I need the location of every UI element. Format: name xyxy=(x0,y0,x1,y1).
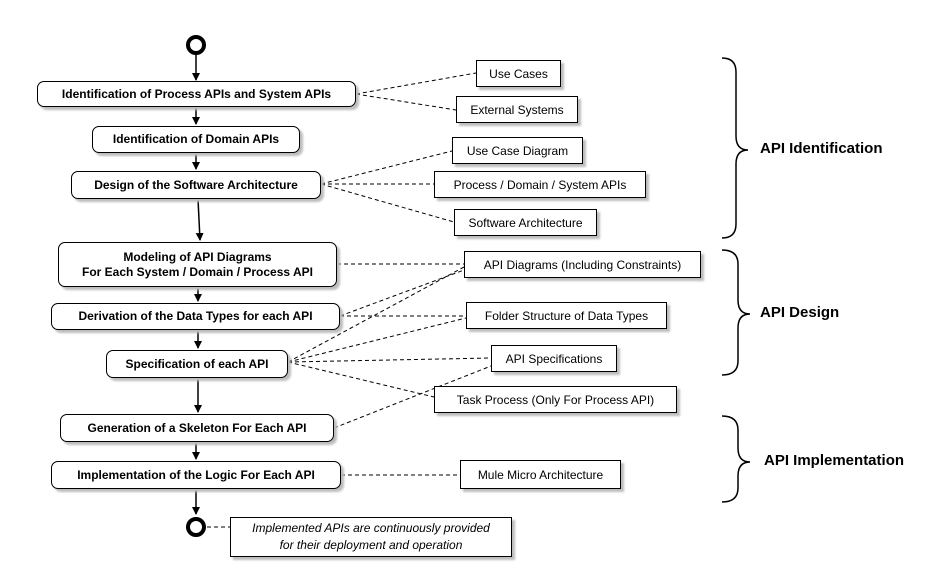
step-design-software-architecture: Design of the Software Architecture xyxy=(71,171,321,199)
assoc-line xyxy=(320,150,453,185)
assoc-line xyxy=(333,365,492,429)
flow-arrow xyxy=(195,198,204,241)
step-specify-api: Specification of each API xyxy=(106,350,288,378)
step-identify-domain-apis: Identification of Domain APIs xyxy=(92,126,300,153)
phase-label-api-design: API Design xyxy=(760,304,840,321)
assoc-line xyxy=(339,269,465,317)
artifact-task-process: Task Process (Only For Process API) xyxy=(434,386,677,413)
artifact-use-case-diagram: Use Case Diagram xyxy=(452,137,583,164)
step-identify-process-system-apis: Identification of Process APIs and Syste… xyxy=(37,81,356,107)
artifact-use-cases: Use Cases xyxy=(476,60,561,87)
step-model-api-diagrams: Modeling of API Diagrams For Each System… xyxy=(58,242,337,287)
step-generate-skeleton: Generation of a Skeleton For Each API xyxy=(60,414,334,442)
brace-api-implementation xyxy=(721,415,751,503)
start-node xyxy=(186,35,206,55)
end-node xyxy=(186,517,206,537)
brace-api-identification xyxy=(721,57,749,239)
brace-api-design xyxy=(721,249,751,376)
artifact-mule-micro-architecture: Mule Micro Architecture xyxy=(460,460,621,489)
assoc-line xyxy=(287,361,435,398)
assoc-line xyxy=(287,317,467,363)
flow-arrows xyxy=(192,53,204,515)
assoc-line xyxy=(287,357,492,363)
dashed-associations xyxy=(207,72,492,528)
assoc-line xyxy=(355,93,457,111)
artifact-external-systems: External Systems xyxy=(456,96,578,123)
artifact-folder-structure-data-types: Folder Structure of Data Types xyxy=(466,302,667,329)
assoc-line xyxy=(320,183,455,223)
artifact-api-diagrams: API Diagrams (Including Constraints) xyxy=(464,251,701,278)
artifact-api-specifications: API Specifications xyxy=(491,345,617,372)
assoc-line xyxy=(355,72,477,95)
phase-label-api-implementation: API Implementation xyxy=(764,452,905,469)
deployment-note: Implemented APIs are continuously provid… xyxy=(230,517,512,557)
artifact-process-domain-system-apis: Process / Domain / System APIs xyxy=(434,171,646,198)
assoc-line xyxy=(287,266,465,363)
step-derive-data-types: Derivation of the Data Types for each AP… xyxy=(51,303,340,330)
phase-braces xyxy=(721,57,751,503)
artifact-software-architecture: Software Architecture xyxy=(454,209,597,236)
phase-label-api-identification: API Identification xyxy=(760,140,883,157)
step-implement-logic: Implementation of the Logic For Each API xyxy=(51,461,341,489)
